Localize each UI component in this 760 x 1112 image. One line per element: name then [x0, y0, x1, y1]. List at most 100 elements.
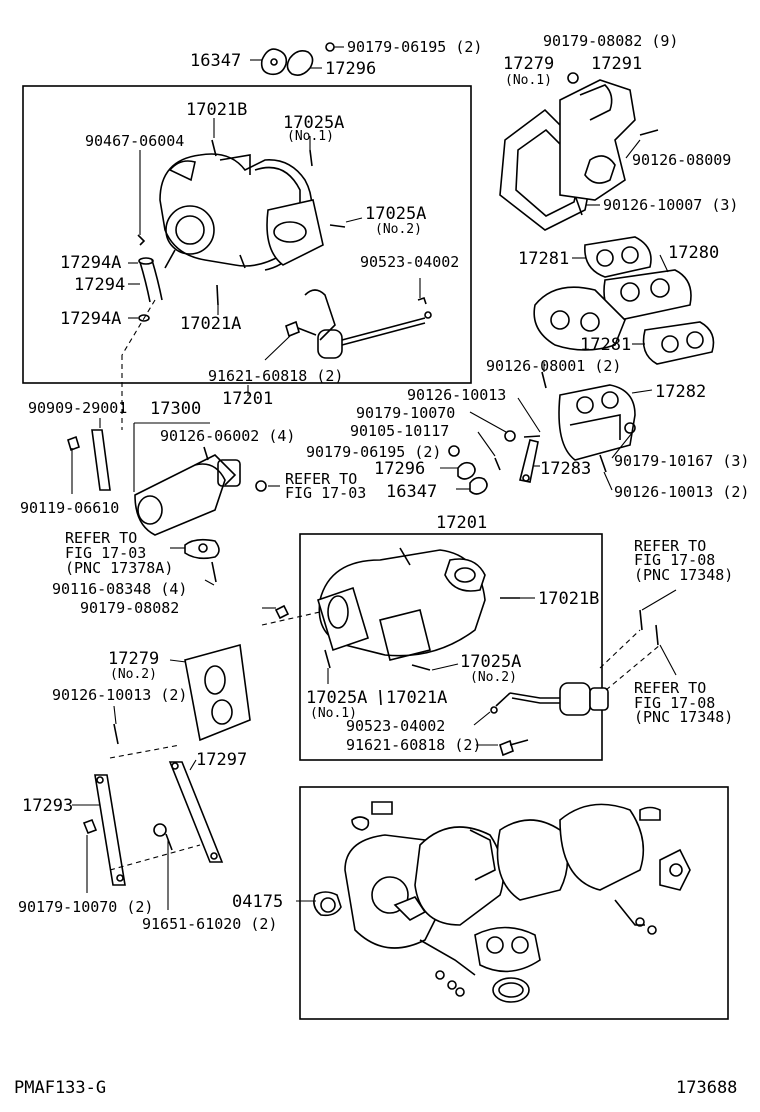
- label-90179-06195-mid: 90179-06195 (2): [306, 443, 441, 461]
- label-17300: 17300: [150, 399, 201, 419]
- refer-fig-17-03-b-line3: (PNC 17378A): [65, 559, 173, 577]
- hose-pnc-17348-a: [639, 609, 643, 631]
- bolt-90126-10013: [523, 435, 541, 438]
- bracket-90909-29001: [91, 429, 111, 491]
- label-17021A-top: 17021A: [180, 314, 241, 334]
- turbo-assembly-frame-upper: [22, 85, 472, 384]
- clip-90467-06004: [137, 234, 146, 246]
- label-04175: 04175: [232, 892, 283, 912]
- label-17294A-a: 17294A: [60, 253, 121, 273]
- stud-90116-08348: [211, 561, 217, 583]
- label-17296-top: 17296: [325, 59, 376, 79]
- cover-17296-top: [286, 50, 314, 76]
- bolt-90119-06610: [67, 435, 80, 452]
- elbow-17282: [558, 384, 636, 461]
- label-90116-08348-4: 90116-08348 (4): [52, 580, 187, 598]
- label-17280: 17280: [668, 243, 719, 263]
- stud-17021A-mid: [379, 689, 382, 706]
- label-91621-60818-mid: 91621-60818 (2): [346, 736, 481, 754]
- gasket-kit-frame: [299, 786, 729, 1020]
- label-17279-no2-sub: (No.2): [110, 667, 157, 682]
- nut-90179-10167: [624, 422, 636, 434]
- stud-90126-10007: [575, 197, 583, 216]
- nut-90179-06195-mid: [448, 445, 460, 457]
- label-90909-29001: 90909-29001: [28, 399, 127, 417]
- label-91651-61020-2: 91651-61020 (2): [142, 915, 277, 933]
- label-90105-10117: 90105-10117: [350, 422, 449, 440]
- hose-pnc-17348-b: [655, 624, 659, 646]
- refer-fig-17-08-b-line2: FIG 17-08: [634, 694, 715, 712]
- clamp-17294A-b: [138, 314, 150, 322]
- refer-fig-17-03-b-line1: REFER TO: [65, 529, 137, 547]
- bracket-17283: [519, 439, 539, 483]
- clip-90523-04002-mid: [490, 706, 498, 714]
- bolt-90179-08082: [274, 604, 290, 620]
- refer-fig-17-08-b-line3: (PNC 17348): [634, 708, 733, 726]
- label-17025A-no1-mid: 17025A: [306, 688, 367, 708]
- turbocharger-upper: [159, 153, 324, 271]
- label-90523-04002-top: 90523-04002: [360, 253, 459, 271]
- label-90126-08001-2: 90126-08001 (2): [486, 357, 621, 375]
- elbow-17300: [134, 454, 241, 536]
- nut-90179-06195-top: [325, 42, 335, 52]
- bracket-17297: [168, 761, 224, 863]
- label-17025A-no1-mid-sub: (No.1): [310, 706, 357, 721]
- gasket-pnc-17378A: [184, 538, 220, 560]
- refer-fig-17-08-b-line1: REFER TO: [634, 679, 706, 697]
- label-17201-mid: 17201: [436, 513, 487, 533]
- label-90126-10007-3: 90126-10007 (3): [603, 196, 738, 214]
- bolt-90179-10070: [504, 430, 516, 442]
- label-90126-10013-2-left: 90126-10013 (2): [52, 686, 187, 704]
- bolt-90179-10070-2: [82, 818, 98, 835]
- label-90119-06610: 90119-06610: [20, 499, 119, 517]
- label-17021B-top: 17021B: [186, 100, 247, 120]
- label-17025A-no2-mid: 17025A: [460, 652, 521, 672]
- refer-fig-17-03-a-line1: REFER TO: [285, 470, 357, 488]
- stud-17025A-no2-mid: [411, 664, 431, 671]
- gasket-16347-mid: [469, 476, 488, 495]
- stud-90126-10013-left: [113, 723, 119, 745]
- clip-90523-04002-top: [417, 296, 427, 305]
- bolt-91621-60818-top: [285, 320, 317, 338]
- refer-fig-17-08-a-line1: REFER TO: [634, 537, 706, 555]
- label-90126-10013: 90126-10013: [407, 386, 506, 404]
- bracket-17293: [94, 774, 126, 886]
- label-17281-a: 17281: [518, 249, 569, 269]
- refer-fig-17-03-b-line2: FIG 17-03: [65, 544, 146, 562]
- stud-90126-06002: [203, 446, 209, 461]
- label-17281-b: 17281: [580, 335, 631, 355]
- wastegate-actuator-mid: [495, 682, 609, 716]
- stud-90105-10117: [494, 457, 501, 471]
- gasket-17281-b: [642, 321, 715, 365]
- nut-90179-08082-9: [567, 72, 579, 84]
- stud-17025A-no1-mid: [324, 649, 331, 669]
- gasket-16347-top: [260, 48, 288, 76]
- label-90179-10070-2: 90179-10070 (2): [18, 898, 153, 916]
- label-90179-08082: 90179-08082: [80, 599, 179, 617]
- manifold-17291: [559, 79, 636, 201]
- diagram-code: PMAF133-G: [14, 1078, 106, 1098]
- label-17279-no1: 17279: [503, 54, 554, 74]
- turbo-assembly-frame-mid: [299, 533, 603, 761]
- label-17021A-mid: 17021A: [386, 688, 447, 708]
- stud-90126-08001: [541, 371, 547, 389]
- turbocharger-mid: [317, 547, 486, 661]
- label-90523-04002-mid: 90523-04002: [346, 717, 445, 735]
- refer-fig-17-08-a-line3: (PNC 17348): [634, 566, 733, 584]
- wastegate-actuator-upper: [304, 289, 432, 359]
- label-17025A-no2-top: 17025A: [365, 204, 426, 224]
- label-90126-10013-2-right: 90126-10013 (2): [614, 483, 749, 501]
- gasket-17279-no2: [184, 643, 251, 742]
- label-16347-top: 16347: [190, 51, 241, 71]
- label-16347-mid: 16347: [386, 482, 437, 502]
- cover-17296-mid: [457, 461, 476, 480]
- label-17283: 17283: [540, 459, 591, 479]
- stud-90126-08009: [639, 129, 659, 136]
- refer-fig-17-08-a-line2: FIG 17-08: [634, 551, 715, 569]
- label-17294: 17294: [74, 275, 125, 295]
- stud-90126-10013-right: [599, 454, 607, 473]
- label-90179-06195-top: 90179-06195 (2): [347, 38, 482, 56]
- label-17279-no2: 17279: [108, 649, 159, 669]
- hose-17294: [138, 257, 163, 303]
